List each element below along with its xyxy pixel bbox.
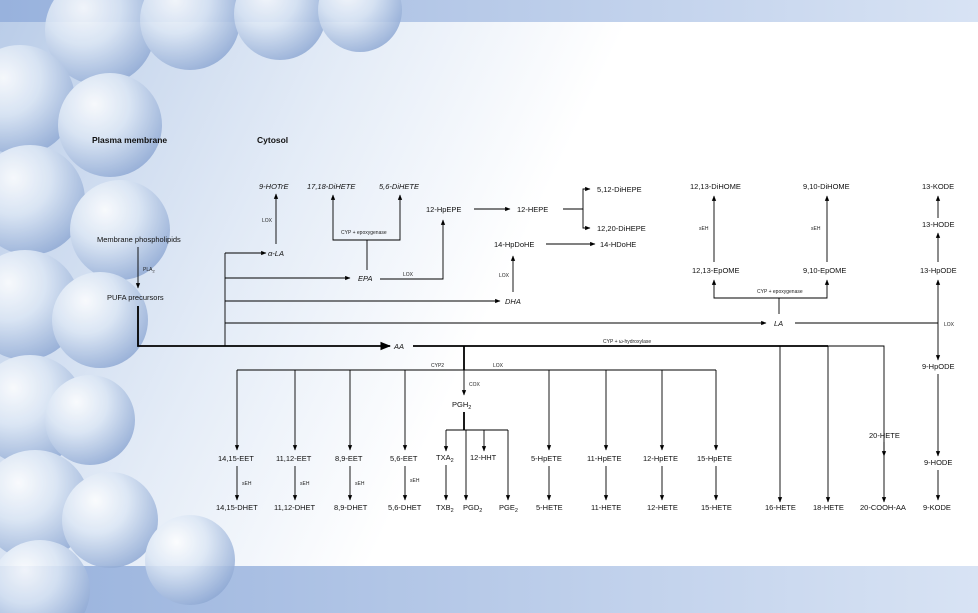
dhet-node-4: 5,6-DHET xyxy=(388,503,422,512)
hete-node-1: 5-HETE xyxy=(536,503,563,512)
epa-lox-label: LOX xyxy=(403,272,414,278)
hpode13-node: 13-HpODE xyxy=(920,266,957,275)
aa-cyp-omega-label: CYP + ω-hydroxylase xyxy=(603,339,651,345)
aa-node: AA xyxy=(393,342,404,351)
pla2-label: PLA2 xyxy=(143,267,155,274)
hpete-node-1: 5-HpETE xyxy=(531,454,562,463)
dhet-node-3: 8,9-DHET xyxy=(334,503,368,512)
dhet-node-1: 14,15-DHET xyxy=(216,503,258,512)
hotre-node: 9-HOTrE xyxy=(259,182,289,191)
seh-eet-4: sEH xyxy=(410,478,420,484)
eet-node-3: 8,9-EET xyxy=(335,454,363,463)
cytosol-header: Cytosol xyxy=(257,135,288,145)
epome1213-node: 12,13-EpOME xyxy=(692,266,740,275)
dihepe512-node: 5,12-DiHEPE xyxy=(597,185,642,194)
eet-node-4: 5,6-EET xyxy=(390,454,418,463)
seh-eet-2: sEH xyxy=(300,481,310,487)
membrane-phospholipids: Membrane phospholipids xyxy=(97,235,181,244)
plasma-membrane-header: Plasma membrane xyxy=(92,135,167,145)
hpode9-node: 9-HpODE xyxy=(922,362,955,371)
hode13-node: 13-HODE xyxy=(922,220,955,229)
hepe12-node: 12-HEPE xyxy=(517,205,548,214)
kode9-node: 9-KODE xyxy=(923,503,951,512)
kode13-node: 13-KODE xyxy=(922,182,954,191)
hdohe-node: 14-HDoHE xyxy=(600,240,636,249)
dha-node: DHA xyxy=(505,297,521,306)
aa-cyp2-label: CYP2 xyxy=(431,363,444,369)
hete20-node: 20-HETE xyxy=(869,431,900,440)
dhet-node-2: 11,12-DHET xyxy=(274,503,316,512)
dihome1213-node: 12,13-DiHOME xyxy=(690,182,741,191)
hpete-node-2: 11-HpETE xyxy=(587,454,621,463)
cooh20-node: 20-COOH-AA xyxy=(860,503,906,512)
dihepe1220-node: 12,20-DiHEPE xyxy=(597,224,646,233)
seh-la-2: sEH xyxy=(811,226,821,232)
ala-lox-label: LOX xyxy=(262,218,273,224)
eet-node-2: 11,12-EET xyxy=(276,454,312,463)
hpepe12-node: 12-HpEPE xyxy=(426,205,461,214)
ala-node: α-LA xyxy=(268,249,284,258)
seh-eet-3: sEH xyxy=(355,481,365,487)
hete-node-2: 11-HETE xyxy=(591,503,621,512)
epa-cyp-label: CYP + epoxygenase xyxy=(341,230,387,236)
bottom-band xyxy=(0,566,978,613)
hete16-node: 16-HETE xyxy=(765,503,796,512)
hode9-node: 9-HODE xyxy=(924,458,952,467)
seh-eet-1: sEH xyxy=(242,481,252,487)
dihome910-node: 9,10-DiHOME xyxy=(803,182,850,191)
hht12-node: 12-HHT xyxy=(470,453,497,462)
aa-lox-label: LOX xyxy=(493,363,504,369)
hpdohe-node: 14-HpDoHE xyxy=(494,240,534,249)
pufa-precursors: PUFA precursors xyxy=(107,293,164,302)
epome910-node: 9,10-EpOME xyxy=(803,266,846,275)
aa-cox-label: COX xyxy=(469,382,481,388)
seh-la-1: sEH xyxy=(699,226,709,232)
hpete-node-4: 15-HpETE xyxy=(697,454,732,463)
dha-lox-label: LOX xyxy=(499,273,510,279)
eet-node-1: 14,15-EET xyxy=(218,454,254,463)
diHete56-node: 5,6-DiHETE xyxy=(379,182,420,191)
hete-node-3: 12-HETE xyxy=(647,503,678,512)
hete18-node: 18-HETE xyxy=(813,503,844,512)
hete-node-4: 15-HETE xyxy=(701,503,732,512)
la-cyp-label: CYP + epoxygenase xyxy=(757,289,803,295)
diHete1718-node: 17,18-DiHETE xyxy=(307,182,356,191)
la-lox-label: LOX xyxy=(944,322,955,328)
epa-node: EPA xyxy=(358,274,372,283)
la-node: LA xyxy=(774,319,783,328)
hpete-node-3: 12-HpETE xyxy=(643,454,678,463)
